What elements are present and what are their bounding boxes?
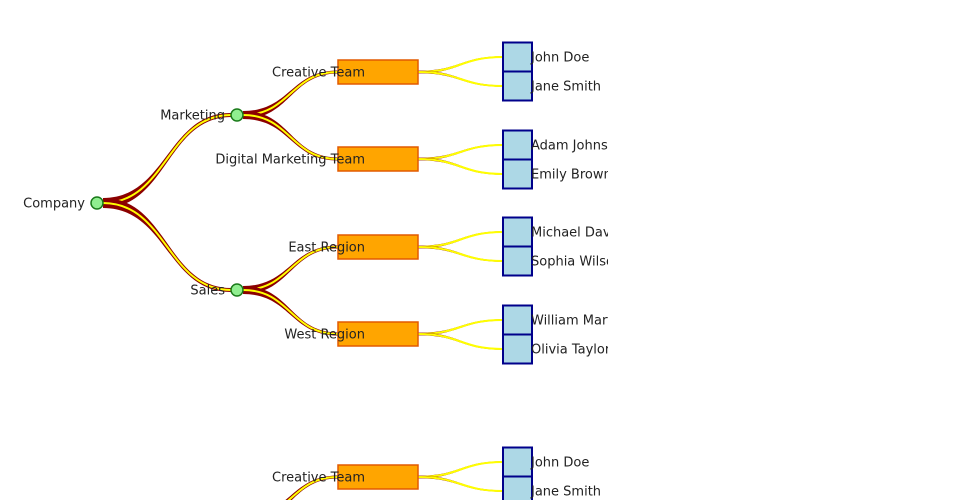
node-label: Jane Smith <box>530 485 601 500</box>
team-box <box>337 146 419 172</box>
node-sales[interactable]: Sales <box>190 283 244 299</box>
node-label: West Region <box>284 328 365 343</box>
person-box <box>502 216 533 248</box>
link-west-region-william-martinez-highlight <box>417 319 504 335</box>
node-john-doe[interactable]: John Doe <box>502 41 589 73</box>
link-sales-west-region-highlight <box>242 289 339 335</box>
link-digital-marketing-team-adam-johnson-highlight <box>417 144 504 160</box>
node-company[interactable]: Company <box>23 196 104 212</box>
node-repeat-creative-team[interactable]: Creative Team <box>272 464 419 490</box>
node-label: Michael Davis <box>531 226 621 241</box>
node-label: William Martinez <box>531 314 639 329</box>
node-digital-marketing-team[interactable]: Digital Marketing Team <box>215 146 419 172</box>
person-box <box>502 333 533 365</box>
link-creative-team-john-doe-highlight <box>417 56 504 73</box>
node-label: Sophia Wilson <box>531 255 622 270</box>
link-east-region-sophia-wilson-highlight <box>417 246 504 262</box>
node-michael-davis[interactable]: Michael Davis <box>502 216 621 248</box>
person-box <box>502 245 533 277</box>
node-olivia-taylor[interactable]: Olivia Taylor <box>502 333 611 365</box>
node-label: Jane Smith <box>530 80 601 95</box>
node-label: Sales <box>190 284 225 299</box>
link-east-region-michael-davis-highlight <box>417 231 504 248</box>
node-label: John Doe <box>530 456 589 471</box>
person-box <box>502 158 533 190</box>
node-label: Emily Brown <box>531 168 612 183</box>
node-label: Marketing <box>160 109 225 124</box>
link-company-sales-highlight <box>102 202 232 291</box>
node-circle-icon <box>230 108 244 122</box>
node-label: Olivia Taylor <box>531 343 611 358</box>
node-circle-icon <box>230 283 244 297</box>
link-repeat-creative-team-member-0-highlight <box>417 461 504 478</box>
link-repeat-creative-team-member-1-highlight <box>417 476 504 492</box>
node-label: East Region <box>288 241 365 256</box>
node-label: Creative Team <box>272 471 365 486</box>
node-jane-smith[interactable]: Jane Smith <box>502 70 601 102</box>
node-label: John Doe <box>530 51 589 66</box>
node-label: Adam Johnson <box>531 139 624 154</box>
node-label: Creative Team <box>272 66 365 81</box>
person-box <box>502 41 533 73</box>
link-digital-marketing-team-emily-brown-highlight <box>417 158 504 175</box>
node-creative-team[interactable]: Creative Team <box>272 59 419 85</box>
link-creative-team-jane-smith-highlight <box>417 71 504 87</box>
link-company-marketing-highlight <box>102 114 232 204</box>
person-box <box>502 446 533 478</box>
node-label: Company <box>23 197 85 212</box>
team-box <box>337 59 419 85</box>
node-repeat-jane-smith[interactable]: Jane Smith <box>502 475 601 500</box>
node-william-martinez[interactable]: William Martinez <box>502 304 639 336</box>
team-box <box>337 464 419 490</box>
node-label: Digital Marketing Team <box>215 153 365 168</box>
tree-links <box>102 56 504 500</box>
node-sophia-wilson[interactable]: Sophia Wilson <box>502 245 622 277</box>
node-west-region[interactable]: West Region <box>284 321 419 347</box>
node-emily-brown[interactable]: Emily Brown <box>502 158 612 190</box>
link-marketing-digital-marketing-team-highlight <box>242 114 339 160</box>
node-east-region[interactable]: East Region <box>288 234 419 260</box>
link-west-region-olivia-taylor-highlight <box>417 333 504 350</box>
person-box <box>502 70 533 102</box>
team-box <box>337 234 419 260</box>
node-circle-icon <box>90 196 104 210</box>
team-box <box>337 321 419 347</box>
person-box <box>502 129 533 161</box>
node-marketing[interactable]: Marketing <box>160 108 244 124</box>
person-box <box>502 304 533 336</box>
link-repeat-marketing-creative-team-highlight <box>287 476 339 500</box>
node-repeat-john-doe[interactable]: John Doe <box>502 446 589 478</box>
person-box <box>502 475 533 500</box>
node-adam-johnson[interactable]: Adam Johnson <box>502 129 624 161</box>
